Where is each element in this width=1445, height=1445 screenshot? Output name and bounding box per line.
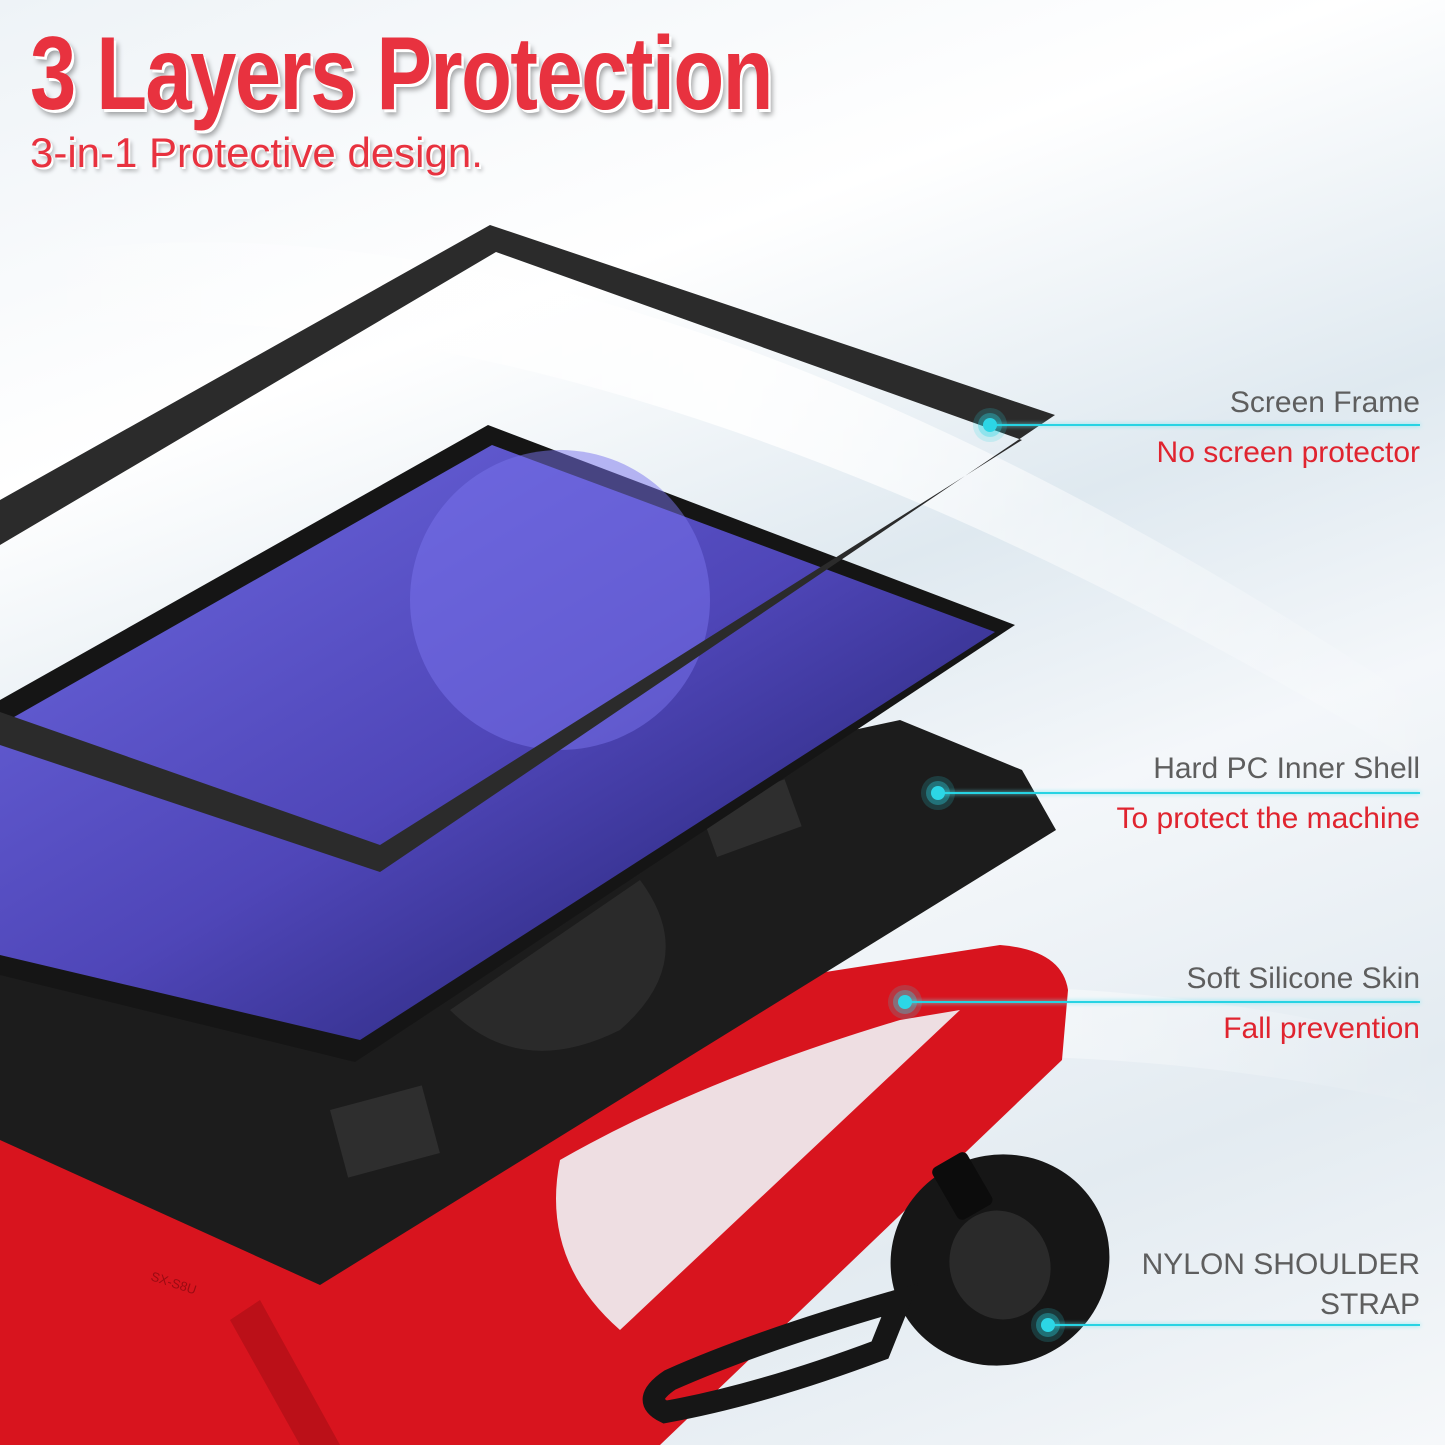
callout-line — [990, 424, 1420, 426]
callout-line — [1048, 1324, 1420, 1326]
callout-dot-icon — [1041, 1318, 1055, 1332]
screen-frame — [0, 225, 1055, 872]
callout-line — [938, 792, 1420, 794]
headline-title: 3 Layers Protection — [30, 16, 773, 132]
callout-dot-icon — [898, 995, 912, 1009]
callout-silicone-skin-desc: Fall prevention — [1223, 1012, 1420, 1045]
background-swoosh — [0, 242, 1445, 781]
tablet — [0, 425, 1015, 1062]
callout-dot-icon — [931, 786, 945, 800]
callout-strap-title-line1: NYLON SHOULDER — [1141, 1248, 1420, 1281]
callout-inner-shell-desc: To protect the machine — [1116, 802, 1420, 835]
callout-line — [905, 1001, 1420, 1003]
callout-screen-frame-desc: No screen protector — [1156, 436, 1420, 469]
callout-dot-icon — [983, 418, 997, 432]
callout-silicone-skin-title: Soft Silicone Skin — [1186, 962, 1420, 995]
callout-inner-shell-title: Hard PC Inner Shell — [1153, 752, 1420, 785]
shoulder-strap — [642, 1152, 1110, 1424]
headline-subtitle: 3-in-1 Protective design. — [30, 129, 483, 176]
callout-screen-frame-title: Screen Frame — [1229, 386, 1420, 419]
callout-strap-title-line2: STRAP — [1319, 1288, 1420, 1321]
